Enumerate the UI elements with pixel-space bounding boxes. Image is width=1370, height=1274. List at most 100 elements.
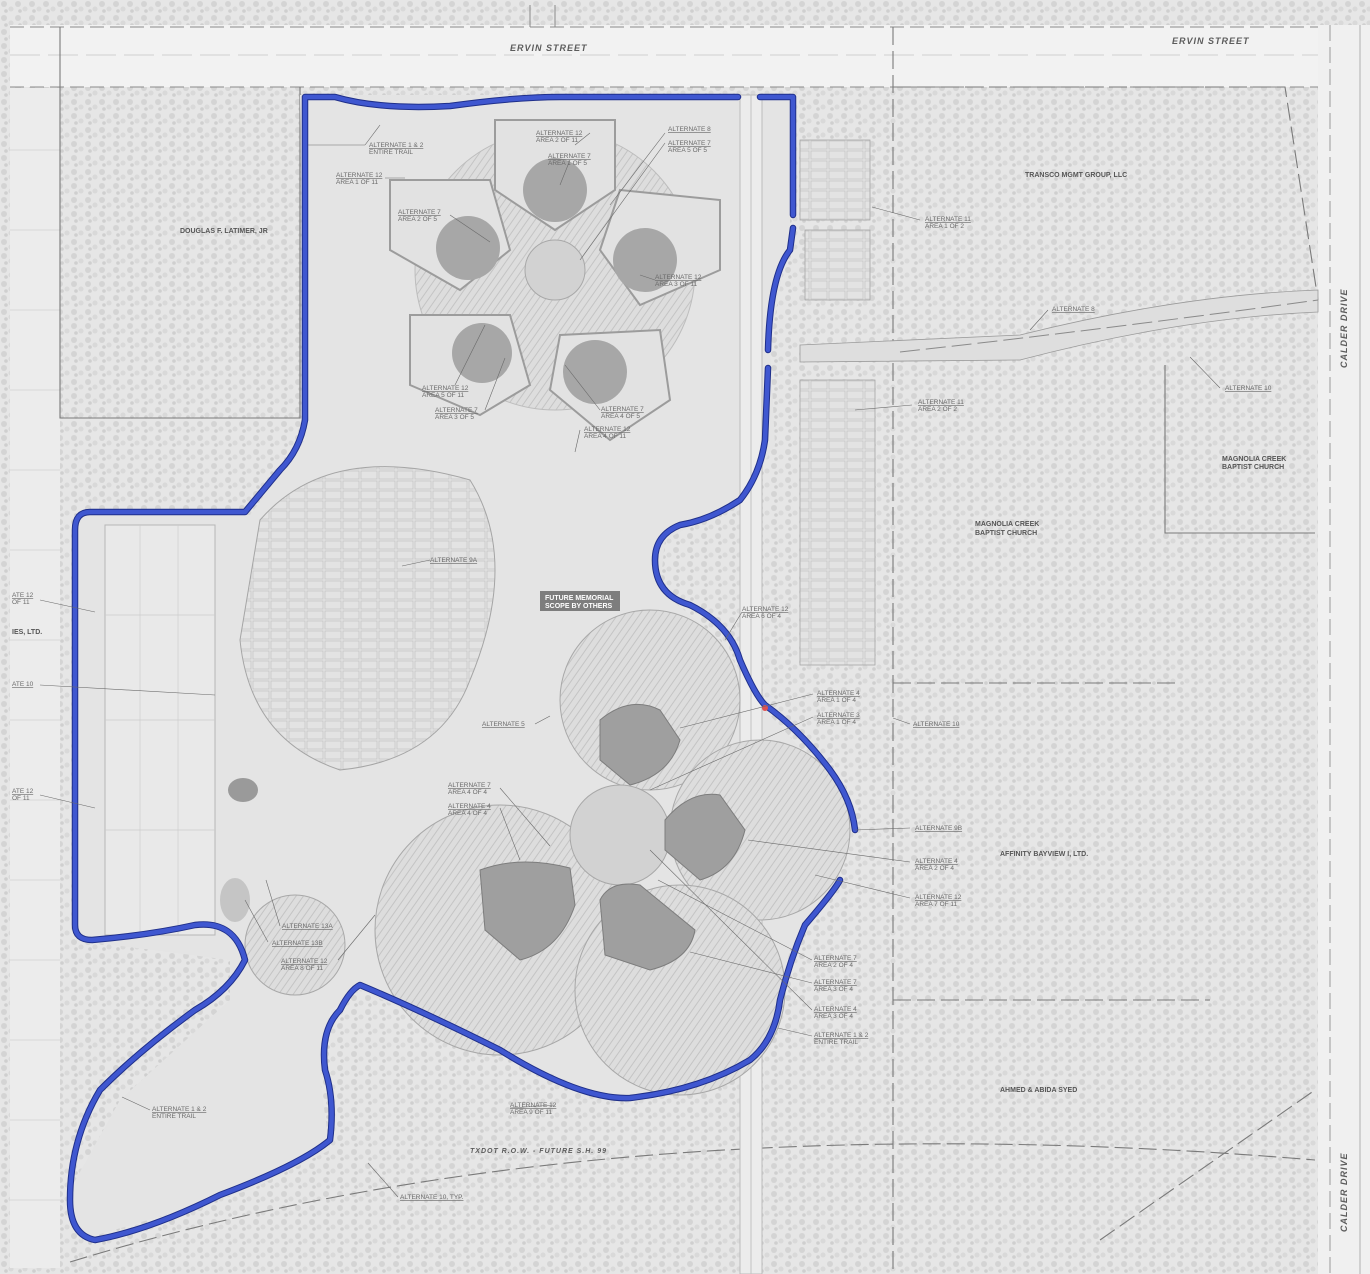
label-a22-2: AREA 1 OF 4 bbox=[817, 697, 856, 704]
label-a11: ALTERNATE 10 bbox=[1225, 385, 1272, 392]
label-a39-2: AREA 9 OF 11 bbox=[510, 1109, 553, 1116]
label-a24: ALTERNATE 10 bbox=[913, 721, 960, 728]
label-a38-2: ENTIRE TRAIL bbox=[152, 1113, 196, 1120]
label-a14-1: ALTERNATE 7 bbox=[601, 406, 644, 413]
owner-transco: TRANSCO MGMT GROUP, LLC bbox=[1025, 172, 1127, 179]
label-a42: ATE 10 bbox=[12, 681, 34, 688]
label-a9-2: AREA 3 OF 11 bbox=[655, 281, 698, 288]
owner-magnolia-small-2: BAPTIST CHURCH bbox=[1222, 464, 1284, 471]
ervin-street-road bbox=[10, 25, 1370, 87]
north-parking-lot-2 bbox=[804, 229, 871, 301]
label-a21: ALTERNATE 5 bbox=[482, 721, 525, 728]
label-a39-1: ALTERNATE 12 bbox=[510, 1102, 557, 1109]
label-a6: ALTERNATE 8 bbox=[668, 126, 711, 133]
label-a30-2: AREA 7 OF 11 bbox=[915, 901, 958, 908]
calder-drive-label-upper: CALDER DRIVE bbox=[1339, 288, 1349, 368]
label-a23-2: AREA 1 OF 4 bbox=[817, 719, 856, 726]
label-a43-1: ATE 12 bbox=[12, 788, 34, 795]
alternate-8-road bbox=[799, 289, 1319, 363]
label-a31: ALTERNATE 13A bbox=[282, 923, 333, 930]
memorial-note-line-1: FUTURE MEMORIAL bbox=[545, 595, 614, 602]
label-a1-1: ALTERNATE 1 & 2 bbox=[369, 142, 424, 149]
owner-magnolia-small-1: MAGNOLIA CREEK bbox=[1222, 456, 1286, 463]
future-sh99-row bbox=[69, 1143, 1316, 1263]
label-a34-1: ALTERNATE 7 bbox=[814, 955, 857, 962]
label-a41-2: OF 11 bbox=[12, 599, 30, 606]
label-a8-1: ALTERNATE 11 bbox=[925, 216, 971, 223]
label-a35-2: AREA 3 OF 4 bbox=[814, 986, 853, 993]
label-a22-1: ALTERNATE 4 bbox=[817, 690, 860, 697]
owner-left-edge: IES, LTD. bbox=[12, 629, 42, 636]
owner-magnolia-large-1: MAGNOLIA CREEK bbox=[975, 521, 1039, 528]
label-a23-1: ALTERNATE 3 bbox=[817, 712, 860, 719]
label-a5-2: AREA 2 OF 5 bbox=[398, 216, 437, 223]
label-a16-1: ALTERNATE 11 bbox=[918, 399, 964, 406]
south-field-complex bbox=[374, 609, 851, 1096]
label-a7-2: AREA 5 OF 5 bbox=[668, 147, 707, 154]
trail-alt-1-2 bbox=[67, 94, 843, 1243]
label-a18-1: ALTERNATE 12 bbox=[742, 606, 789, 613]
property-lines bbox=[59, 27, 1319, 1274]
label-a43-2: OF 11 bbox=[12, 795, 30, 802]
label-a9-1: ALTERNATE 12 bbox=[655, 274, 702, 281]
label-a7-1: ALTERNATE 7 bbox=[668, 140, 711, 147]
calder-drive-road bbox=[1318, 25, 1370, 1274]
label-a27-2: AREA 4 OF 4 bbox=[448, 810, 487, 817]
memorial-note-line-2: SCOPE BY OTHERS bbox=[545, 603, 612, 610]
label-a8-2: AREA 1 OF 2 bbox=[925, 223, 964, 230]
label-a37-1: ALTERNATE 1 & 2 bbox=[814, 1032, 869, 1039]
north-parking-lot bbox=[799, 139, 871, 221]
label-a37-2: ENTIRE TRAIL bbox=[814, 1039, 858, 1046]
label-a34-2: AREA 2 OF 4 bbox=[814, 962, 853, 969]
label-a4-1: ALTERNATE 7 bbox=[548, 153, 591, 160]
label-a26-2: AREA 4 OF 4 bbox=[448, 789, 487, 796]
label-a28: ALTERNATE 9B bbox=[915, 825, 962, 832]
alternate-8-road-line bbox=[899, 299, 1319, 353]
ervin-street-label: ERVIN STREET bbox=[510, 43, 588, 53]
label-a1-2: ENTIRE TRAIL bbox=[369, 149, 413, 156]
alternate-labels: ALTERNATE 1 & 2 ENTIRE TRAIL ALTERNATE 1… bbox=[12, 126, 1272, 1201]
label-a33-2: AREA 8 OF 11 bbox=[281, 965, 324, 972]
label-a5-1: ALTERNATE 7 bbox=[398, 209, 441, 216]
label-a17: ALTERNATE 9A bbox=[430, 557, 478, 564]
label-a12-1: ALTERNATE 12 bbox=[422, 385, 469, 392]
future-sh99-label: TXDOT R.O.W. - FUTURE S.H. 99 bbox=[470, 1148, 607, 1155]
left-residential-strip bbox=[10, 88, 60, 1268]
label-a40: ALTERNATE 10, TYP. bbox=[400, 1194, 464, 1201]
left-lot-lines bbox=[10, 149, 60, 1201]
calder-drive-label-lower: CALDER DRIVE bbox=[1339, 1152, 1349, 1232]
label-a29-1: ALTERNATE 4 bbox=[915, 858, 958, 865]
pond-2 bbox=[220, 878, 250, 922]
label-a32: ALTERNATE 13B bbox=[272, 940, 323, 947]
owner-ahmed-syed: AHMED & ABIDA SYED bbox=[1000, 1087, 1077, 1094]
label-a35-1: ALTERNATE 7 bbox=[814, 979, 857, 986]
label-a36-1: ALTERNATE 4 bbox=[814, 1006, 857, 1013]
label-a15-1: ALTERNATE 12 bbox=[584, 426, 631, 433]
label-a15-2: AREA 4 OF 11 bbox=[584, 433, 627, 440]
label-a30-1: ALTERNATE 12 bbox=[915, 894, 962, 901]
label-a41-1: ATE 12 bbox=[12, 592, 34, 599]
west-open-field bbox=[104, 524, 216, 936]
label-a2-2: AREA 1 OF 11 bbox=[336, 179, 379, 186]
label-a38-1: ALTERNATE 1 & 2 bbox=[152, 1106, 207, 1113]
label-a3-1: ALTERNATE 12 bbox=[536, 130, 583, 137]
west-field-grid bbox=[105, 525, 215, 935]
label-a12-2: AREA 5 OF 11 bbox=[422, 392, 465, 399]
east-parking-lot bbox=[799, 379, 876, 666]
owner-douglas-latimer: DOUGLAS F. LATIMER, JR bbox=[180, 228, 268, 235]
west-parking-area bbox=[239, 466, 496, 771]
memorial-note-box bbox=[540, 591, 620, 611]
label-a33-1: ALTERNATE 12 bbox=[281, 958, 328, 965]
label-a14-2: AREA 4 OF 5 bbox=[601, 413, 640, 420]
owner-magnolia-large-2: BAPTIST CHURCH bbox=[975, 530, 1037, 537]
label-a2-1: ALTERNATE 12 bbox=[336, 172, 383, 179]
north-field-complex bbox=[389, 119, 721, 442]
leader-lines bbox=[39, 124, 1221, 1198]
label-a36-2: AREA 3 OF 4 bbox=[814, 1013, 853, 1020]
label-a18-2: AREA 6 OF 4 bbox=[742, 613, 781, 620]
label-a3-2: AREA 2 OF 11 bbox=[536, 137, 579, 144]
label-a16-2: AREA 2 OF 2 bbox=[918, 406, 957, 413]
label-a26-1: ALTERNATE 7 bbox=[448, 782, 491, 789]
trail-east-section bbox=[652, 94, 858, 833]
